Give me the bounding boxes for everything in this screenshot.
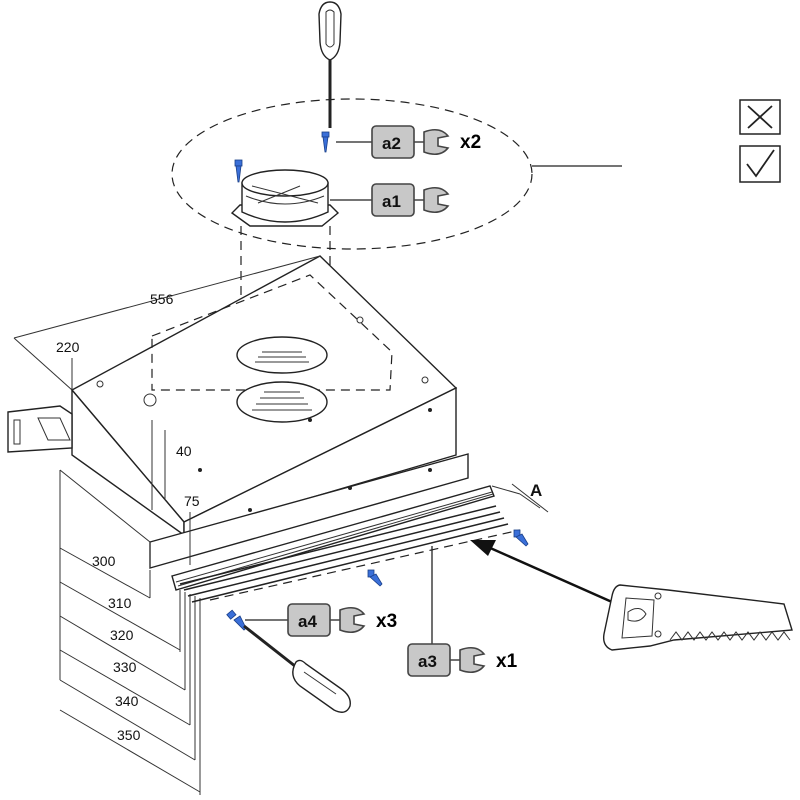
trim-strip [171, 485, 521, 603]
hood-collar [236, 336, 328, 374]
hood-body [70, 255, 469, 569]
step-dimension-lines [59, 469, 201, 795]
mounting-bracket [7, 405, 73, 453]
detail-ellipse [171, 98, 533, 250]
callout-a1: a1 [371, 183, 450, 217]
screw-icon [234, 159, 243, 183]
screw-icon [513, 529, 529, 547]
wrench-icon [414, 128, 450, 156]
cross-box-icon [739, 99, 781, 135]
wrench-icon [414, 186, 450, 214]
dimension-40: 40 [151, 420, 192, 510]
callout-qty: x3 [376, 611, 397, 632]
dimension-step-340: 340 [115, 693, 139, 709]
screwdriver-icon [243, 624, 351, 713]
dimension-step-310: 310 [108, 595, 132, 611]
screwdriver-icon [318, 1, 342, 128]
dimension-556: 556 [13, 255, 321, 391]
callout-label: a3 [418, 652, 437, 671]
dimension-step-300: 300 [92, 553, 116, 569]
callout-a4: a4 x3 [287, 603, 397, 637]
dimension-step-330: 330 [113, 659, 137, 675]
callout-a2: a2 x2 [371, 125, 481, 159]
callout-label: a4 [298, 612, 317, 631]
dimension-step-320: 320 [110, 627, 134, 643]
dimension-width: 556 [150, 291, 174, 307]
callout-qty: x2 [460, 132, 481, 153]
hood-collar [236, 381, 328, 423]
saw-icon [602, 584, 793, 651]
dimension-offset-40: 40 [176, 443, 192, 459]
dimension-cut-label: A [530, 481, 542, 500]
wrench-icon [330, 606, 366, 634]
callout-qty: x1 [496, 651, 518, 672]
callout-label: a2 [382, 134, 401, 153]
callout-a3: a3 x1 [407, 643, 518, 677]
callout-label: a1 [382, 192, 401, 211]
dimension-step-350: 350 [117, 727, 141, 743]
dimension-depth: 220 [56, 339, 80, 355]
screw-icon [367, 569, 383, 587]
check-box-icon [739, 145, 781, 183]
screw-icon [321, 131, 330, 153]
arrow-icon [470, 540, 613, 604]
wrench-icon [450, 646, 486, 674]
dimension-75: 75 [184, 493, 200, 565]
dimension-220: 220 [56, 339, 80, 390]
screw-icon [226, 609, 247, 631]
dimension-offset-75: 75 [184, 493, 200, 509]
exhaust-collar [230, 169, 340, 227]
dimension-a: A [491, 481, 549, 513]
